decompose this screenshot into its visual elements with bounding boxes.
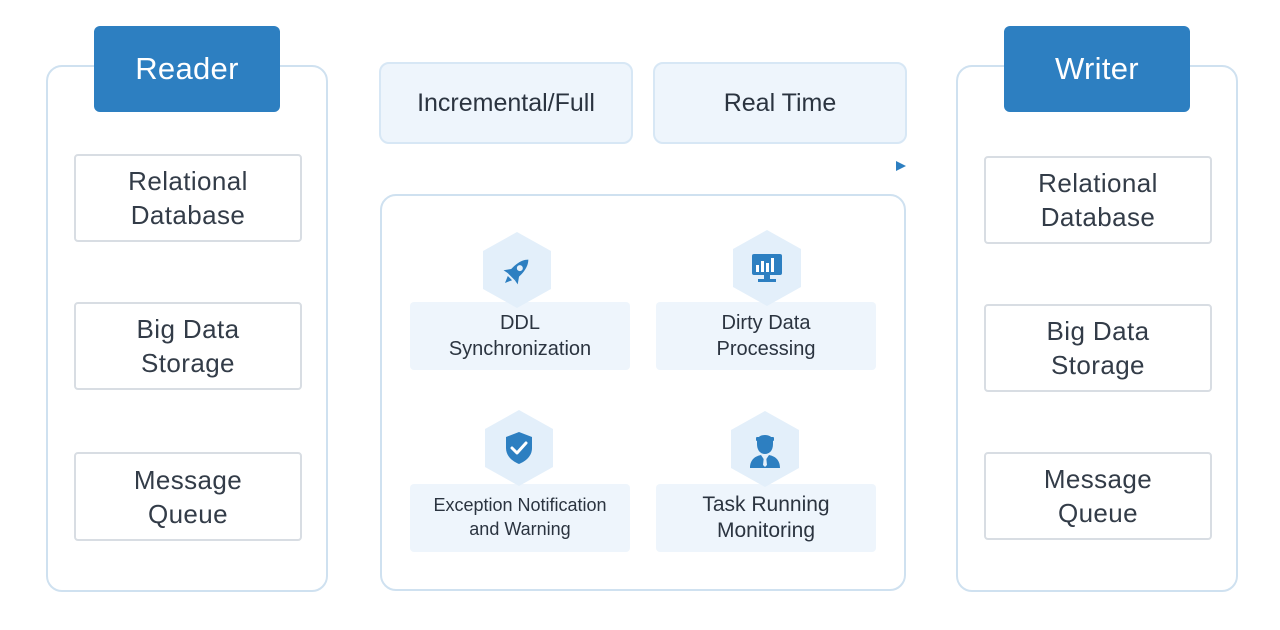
reader-big-data-storage: Big Data Storage: [74, 302, 302, 390]
rocket-icon: [483, 232, 551, 308]
writer-relational-database: Relational Database: [984, 156, 1212, 244]
shield-check-icon: [485, 410, 553, 486]
feature-exception-notification: Exception Notification and Warning: [410, 484, 630, 552]
reader-message-queue: Message Queue: [74, 452, 302, 541]
feature-task-running-monitoring: Task Running Monitoring: [656, 484, 876, 552]
user-icon: [731, 411, 799, 487]
writer-message-queue: Message Queue: [984, 452, 1212, 540]
mode-incremental-full: Incremental/Full: [379, 62, 633, 144]
reader-relational-database: Relational Database: [74, 154, 302, 242]
reader-title: Reader: [94, 26, 280, 112]
feature-dirty-data-processing: Dirty Data Processing: [656, 302, 876, 370]
mode-real-time: Real Time: [653, 62, 907, 144]
writer-big-data-storage: Big Data Storage: [984, 304, 1212, 392]
flow-arrow: [388, 161, 906, 171]
writer-title: Writer: [1004, 26, 1190, 112]
chart-monitor-icon: [733, 230, 801, 306]
feature-ddl-synchronization: DDL Synchronization: [410, 302, 630, 370]
